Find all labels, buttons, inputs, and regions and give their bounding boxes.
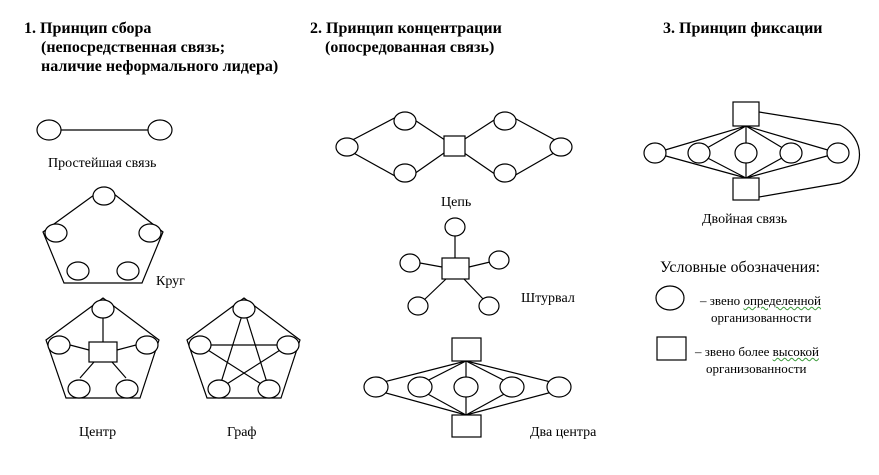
center-node <box>135 335 159 355</box>
simple-link-node <box>147 119 173 141</box>
circle-node <box>116 261 140 281</box>
concentration-principle-subtitle: (опосредованная связь) <box>325 39 495 56</box>
circle-node <box>138 223 162 243</box>
center-diagram <box>45 297 160 399</box>
simple-link-label: Простейшая связь <box>48 156 157 171</box>
legend-circle-dash: – звено <box>700 293 744 308</box>
center-spoke <box>111 361 127 379</box>
circle-node <box>92 186 116 206</box>
double-link-arc <box>758 111 861 198</box>
collection-principle-subtitle-2: наличие неформального лидера) <box>41 58 279 75</box>
graph-pentagon <box>186 297 301 399</box>
wheel-node <box>407 296 429 316</box>
graph-node <box>257 379 281 399</box>
double-link-node <box>643 142 667 164</box>
double-link-diagram <box>643 101 861 201</box>
graph-label: Граф <box>227 425 257 440</box>
legend-circle-symbol <box>655 285 685 311</box>
simple-link-node <box>36 119 62 141</box>
center-spoke <box>79 361 95 379</box>
wheel-spoke <box>423 278 447 301</box>
center-node <box>47 335 71 355</box>
circle-node <box>44 223 68 243</box>
wheel-hub <box>441 257 470 280</box>
center-hub <box>88 341 118 363</box>
wheel-node <box>399 253 421 273</box>
legend-title: Условные обозначения: <box>660 259 821 276</box>
two-centers-node <box>363 376 389 398</box>
chain-node <box>493 111 517 131</box>
center-spoke <box>69 344 90 351</box>
graph-node <box>188 335 212 355</box>
chain-diagram <box>335 111 573 183</box>
wheel-diagram <box>399 217 510 316</box>
collection-principle-title: 1. Принцип сбора <box>24 20 152 37</box>
center-node <box>91 299 115 319</box>
graph-node <box>207 379 231 399</box>
concentration-principle-title: 2. Принцип концентрации <box>310 20 502 37</box>
graph-diagram <box>186 297 301 399</box>
center-node <box>67 379 91 399</box>
legend-circle-description: – звено определенной организованности <box>700 292 870 326</box>
graph-node <box>232 299 256 319</box>
two-centers-top-hub <box>451 337 482 362</box>
collection-principle-header: 1. Принцип сбора (непосредственная связь… <box>24 19 278 76</box>
legend-circle-line2: организованности <box>711 310 812 325</box>
legend-square-dash: – звено более <box>695 344 773 359</box>
center-label: Центр <box>79 425 117 440</box>
double-link-bottom-hub <box>732 177 760 201</box>
center-node <box>115 379 139 399</box>
fixation-principle-title: 3. Принцип фиксации <box>663 20 823 37</box>
chain-label: Цепь <box>441 195 472 210</box>
wheel-spoke <box>468 261 491 268</box>
chain-node <box>549 137 573 157</box>
chain-node <box>493 163 517 183</box>
legend-square-emphasis: высокой <box>772 344 819 359</box>
legend-circle-emphasis: определенной <box>743 293 822 308</box>
double-link-node <box>826 142 850 164</box>
double-link-node <box>779 142 803 164</box>
double-link-edge <box>745 125 839 154</box>
chain-node <box>393 111 417 131</box>
wheel-node <box>488 250 510 270</box>
two-centers-node <box>546 376 572 398</box>
fixation-principle-header: 3. Принцип фиксации <box>663 19 823 38</box>
wheel-spoke <box>419 262 443 268</box>
graph-star <box>197 308 291 391</box>
chain-node <box>335 137 359 157</box>
simple-link-diagram <box>36 119 173 141</box>
chain-hub <box>443 135 466 157</box>
graph-node <box>276 335 300 355</box>
double-link-edge <box>654 152 747 179</box>
legend-square-line2: организованности <box>706 361 807 376</box>
double-link-label: Двойная связь <box>702 212 788 227</box>
wheel-node <box>444 217 466 237</box>
circle-node <box>66 261 90 281</box>
wheel-node <box>478 296 500 316</box>
center-spoke <box>116 344 137 351</box>
legend-square-symbol <box>656 336 687 361</box>
double-link-top-hub <box>732 101 760 127</box>
double-link-node <box>734 142 758 164</box>
two-centers-label: Два центра <box>530 425 597 440</box>
two-centers-node <box>499 376 525 398</box>
double-link-edge <box>745 152 839 179</box>
double-link-node <box>687 142 711 164</box>
two-centers-node <box>453 376 479 398</box>
wheel-spoke <box>463 278 485 301</box>
two-centers-node <box>407 376 433 398</box>
circle-label: Круг <box>156 274 185 289</box>
double-link-edge <box>654 125 747 154</box>
circle-diagram <box>42 186 164 284</box>
concentration-principle-header: 2. Принцип концентрации (опосредованная … <box>310 19 502 57</box>
wheel-label: Штурвал <box>521 291 575 306</box>
two-centers-diagram <box>363 337 572 438</box>
two-centers-bottom-hub <box>451 414 482 438</box>
collection-principle-subtitle-1: (непосредственная связь; <box>41 39 226 56</box>
chain-node <box>393 163 417 183</box>
legend-square-description: – звено более высокой организованности <box>695 343 870 377</box>
